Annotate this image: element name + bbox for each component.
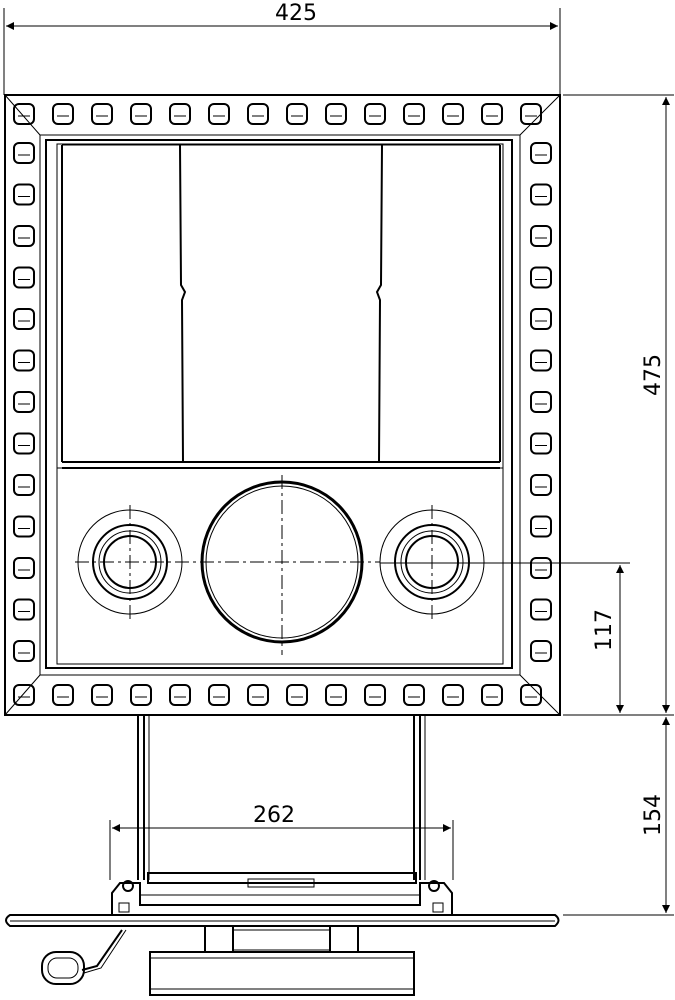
bolt-pocket bbox=[530, 432, 552, 455]
dimension-lower-height: 154 bbox=[563, 717, 674, 916]
bolt-pocket bbox=[364, 684, 386, 706]
bolt-pocket bbox=[530, 183, 552, 206]
dimension-bracket-width-label: 262 bbox=[253, 803, 295, 828]
bolt-pocket bbox=[91, 684, 113, 706]
bolt-pocket bbox=[208, 684, 230, 706]
bolt-pocket bbox=[13, 598, 35, 621]
support-rods bbox=[137, 715, 426, 880]
bolt-pocket bbox=[530, 349, 552, 372]
bolt-pocket bbox=[13, 432, 35, 455]
bolt-pocket bbox=[325, 103, 347, 125]
dimension-port-offset-label: 117 bbox=[592, 609, 617, 651]
cable-plug bbox=[41, 929, 127, 985]
spigot bbox=[149, 925, 415, 996]
bolt-pocket bbox=[13, 349, 35, 372]
bolt-pocket bbox=[13, 391, 35, 413]
bolt-pocket bbox=[530, 225, 552, 247]
dimension-height: 475 bbox=[563, 94, 674, 716]
bolt-pocket bbox=[169, 103, 191, 125]
bolt-pocket bbox=[530, 391, 552, 413]
bolt-pocket bbox=[481, 103, 503, 125]
bolt-pocket bbox=[286, 103, 308, 125]
bracket-assembly bbox=[111, 872, 453, 915]
upper-chamber bbox=[61, 144, 501, 469]
bolt-pocket bbox=[13, 142, 35, 164]
bolt-pocket bbox=[520, 684, 542, 706]
bolt-pocket bbox=[530, 266, 552, 289]
bolt-pocket bbox=[13, 474, 35, 496]
bolt-pocket bbox=[364, 103, 386, 125]
bolt-pocket bbox=[13, 308, 35, 330]
flange-plate bbox=[5, 914, 560, 927]
bolt-pocket bbox=[442, 684, 464, 706]
bolt-pocket bbox=[442, 103, 464, 125]
bolt-pocket bbox=[530, 640, 552, 662]
bolt-pocket bbox=[13, 103, 35, 125]
bolt-pocket bbox=[247, 684, 269, 706]
port-panel bbox=[56, 467, 504, 665]
bolt-pocket bbox=[530, 142, 552, 164]
bolt-pocket bbox=[13, 183, 35, 206]
bolt-pocket bbox=[530, 598, 552, 621]
bolt-pocket bbox=[91, 103, 113, 125]
bolt-pocket bbox=[13, 515, 35, 538]
bolt-pocket bbox=[52, 684, 74, 706]
bolt-pocket bbox=[530, 557, 552, 579]
bolt-pocket-row bbox=[13, 103, 552, 706]
dimension-port-offset: 117 bbox=[380, 562, 630, 713]
dimension-lower-height-label: 154 bbox=[641, 794, 666, 836]
bolt-pocket bbox=[52, 103, 74, 125]
bolt-pocket bbox=[130, 684, 152, 706]
bolt-pocket bbox=[530, 474, 552, 496]
bolt-pocket bbox=[481, 684, 503, 706]
bolt-pocket bbox=[13, 266, 35, 289]
bolt-pocket bbox=[530, 515, 552, 538]
dimension-height-label: 475 bbox=[641, 354, 666, 396]
bolt-pocket bbox=[169, 684, 191, 706]
bolt-pocket bbox=[403, 103, 425, 125]
bolt-pocket bbox=[13, 684, 35, 706]
bolt-pocket bbox=[530, 308, 552, 330]
dimension-width-label: 425 bbox=[275, 1, 317, 26]
bolt-pocket bbox=[403, 684, 425, 706]
bolt-pocket bbox=[208, 103, 230, 125]
bolt-pocket bbox=[286, 684, 308, 706]
bolt-pocket bbox=[13, 557, 35, 579]
center-lines bbox=[75, 475, 433, 655]
mounting-frame bbox=[4, 94, 561, 716]
dimension-bracket-width: 262 bbox=[109, 803, 454, 880]
bolt-pocket bbox=[13, 225, 35, 247]
bolt-pocket bbox=[325, 684, 347, 706]
bolt-pocket bbox=[130, 103, 152, 125]
bolt-pocket bbox=[13, 640, 35, 662]
dimension-width: 425 bbox=[3, 1, 561, 95]
bolt-pocket bbox=[520, 103, 542, 125]
bolt-pocket bbox=[247, 103, 269, 125]
